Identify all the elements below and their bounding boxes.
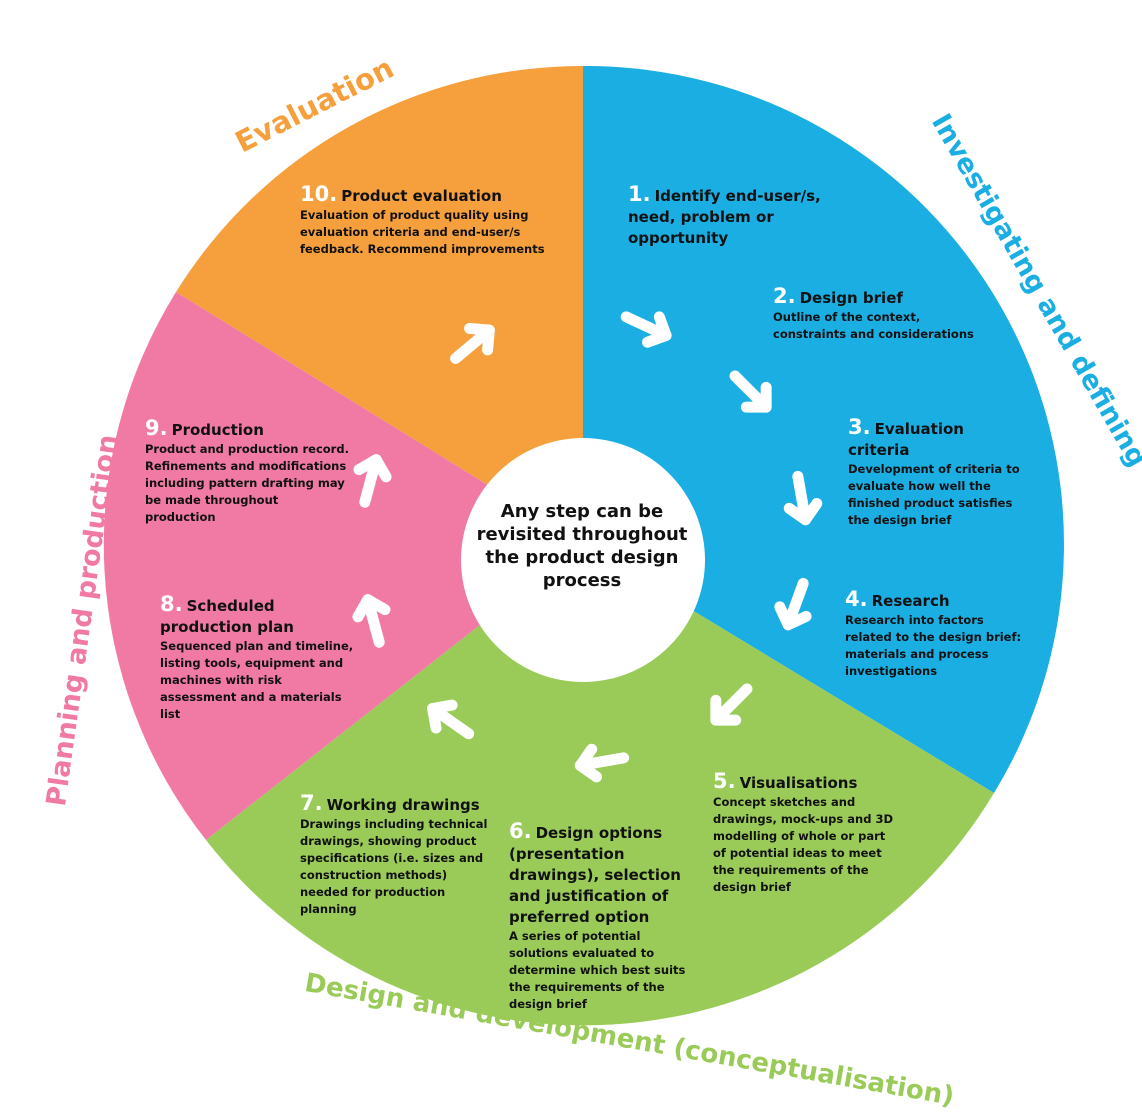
step-title: Research: [871, 592, 950, 610]
step-description: Evaluation of product quality using eval…: [300, 208, 545, 256]
center-caption: Any step can be revisited throughout the…: [476, 501, 688, 591]
step-description: Drawings including technical drawings, s…: [300, 817, 488, 916]
step-5: 5.Visualisations Concept sketches and dr…: [713, 771, 893, 896]
arrow-5-to-6: [710, 683, 753, 726]
step-description: Outline of the context, constraints and …: [773, 310, 974, 341]
arrow-1-to-2: [620, 311, 672, 348]
step-number: 7.: [300, 791, 323, 815]
arrow-4-to-5: [774, 577, 812, 631]
step-9: 9.Production Product and production reco…: [145, 418, 350, 526]
step-number: 1.: [628, 182, 651, 206]
arrow-9-to-10: [353, 454, 392, 508]
step-title: Design brief: [799, 289, 903, 307]
step-description: A series of potential solutions evaluate…: [509, 929, 686, 1011]
step-1: 1.Identify end-user/s, need, problem or …: [628, 184, 828, 249]
segment-planning-production: [103, 292, 584, 840]
step-8: 8.Scheduled production plan Sequenced pl…: [160, 594, 355, 723]
segment-investigating-defining: [583, 65, 1064, 793]
step-number: 5.: [713, 769, 736, 793]
step-4: 4.Research Research into factors related…: [845, 589, 1030, 680]
segment-evaluation: [176, 65, 583, 544]
arrow-2-to-3: [729, 370, 772, 413]
step-6: 6.Design options (presentation drawings)…: [509, 821, 699, 1013]
step-description: Concept sketches and drawings, mock-ups …: [713, 795, 893, 894]
step-title: Evaluation criteria: [848, 420, 964, 459]
step-2: 2.Design brief Outline of the context, c…: [773, 286, 983, 343]
step-number: 10.: [300, 182, 338, 206]
step-title: Design options (presentation drawings), …: [509, 824, 681, 926]
arrow-6-to-7: [574, 743, 630, 783]
center-circle: [461, 438, 705, 682]
step-title: Product evaluation: [341, 187, 502, 205]
step-title: Visualisations: [739, 774, 858, 792]
step-title: Identify end-user/s, need, problem or op…: [628, 187, 821, 247]
step-description: Product and production record. Refinemen…: [145, 442, 349, 524]
step-description: Sequenced plan and timeline, listing too…: [160, 639, 354, 721]
step-description: Research into factors related to the des…: [845, 613, 1022, 678]
segment-design-development: [206, 544, 994, 1026]
step-7: 7.Working drawings Drawings including te…: [300, 793, 490, 918]
step-number: 2.: [773, 284, 796, 308]
step-title: Production: [171, 421, 264, 439]
step-10: 10.Product evaluation Evaluation of prod…: [300, 184, 550, 258]
step-title: Working drawings: [326, 796, 480, 814]
step-number: 4.: [845, 587, 868, 611]
arrow-10-to-1: [450, 322, 495, 364]
step-number: 3.: [848, 415, 871, 439]
step-description: Development of criteria to evaluate how …: [848, 462, 1020, 527]
step-number: 9.: [145, 416, 168, 440]
arrow-3-to-4: [783, 470, 823, 526]
arrow-7-to-8: [427, 699, 475, 740]
arrow-8-to-9: [352, 594, 391, 648]
step-number: 6.: [509, 819, 532, 843]
step-3: 3.Evaluation criteria Development of cri…: [848, 417, 1028, 529]
step-number: 8.: [160, 592, 183, 616]
step-title: Scheduled production plan: [160, 597, 294, 636]
